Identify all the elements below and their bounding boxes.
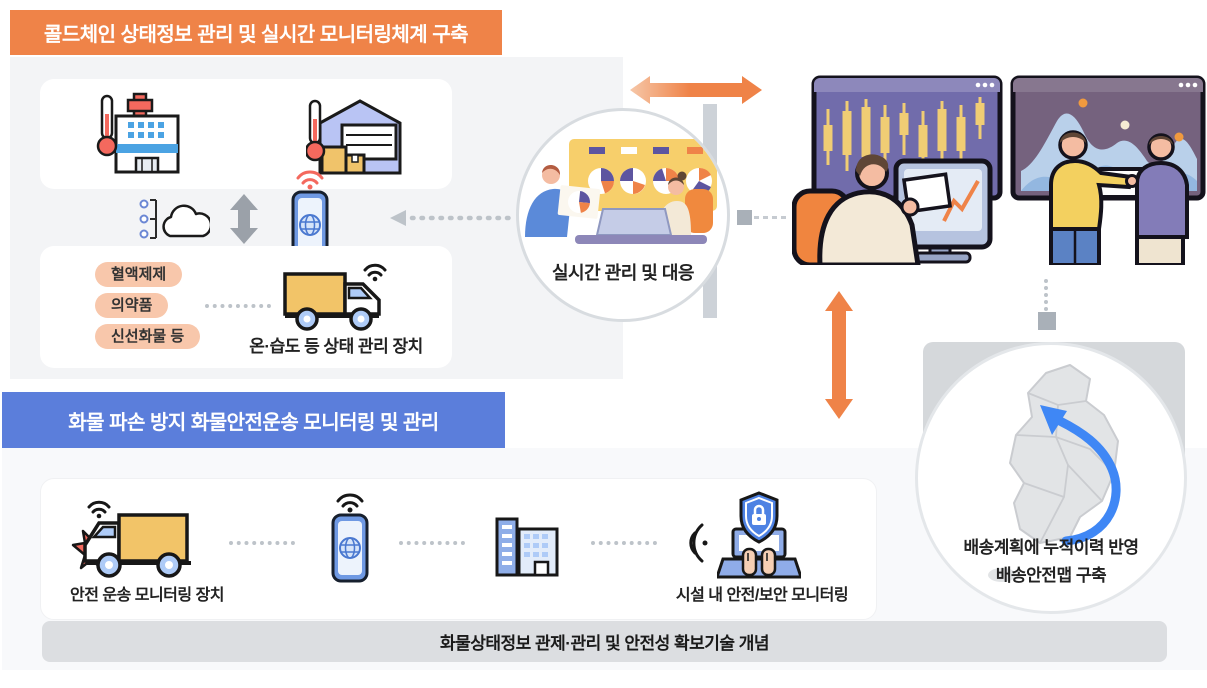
map-caption-line2: 배송안전맵 구축	[995, 566, 1107, 585]
cloud-data-icon	[139, 199, 210, 239]
candlestick-dashboard-illustration	[792, 75, 1003, 265]
hospital-thermometer-icon	[96, 92, 180, 174]
korea-route-map-icon	[988, 364, 1121, 582]
dotted-connector	[229, 541, 295, 545]
connector-square	[737, 210, 752, 225]
dotted-connector	[399, 541, 465, 545]
cargo-tag: 신선화물 등	[95, 324, 201, 349]
map-caption-line1: 배송계획에 누적이력 반영	[963, 538, 1140, 557]
facilities-card	[40, 79, 452, 189]
device-caption: 온·습도 등 상태 관리 장치	[249, 337, 423, 356]
monitoring-team-illustration	[525, 139, 717, 244]
footer-caption: 화물상태정보 관제·관리 및 안전성 확보기술 개념	[439, 634, 770, 653]
flow-arrow-horizontal-icon	[630, 76, 762, 104]
coldchain-banner-label: 콜드체인 상태정보 관리 및 실시간 모니터링체계 구축	[43, 24, 469, 46]
connector-square	[1038, 312, 1056, 330]
dotted-connector	[205, 304, 271, 308]
dotted-arrow-left-icon	[390, 210, 516, 226]
sound-waves-icon	[689, 523, 708, 563]
up-down-sync-arrow-icon	[230, 194, 258, 244]
wifi-icon	[296, 170, 324, 185]
coldchain-truck-wifi-icon	[283, 263, 387, 331]
safety-banner-label: 화물 파손 방지 화물안전운송 모니터링 및 관리	[68, 411, 439, 434]
safety-card: 안전 운송 모니터링 장치	[40, 478, 877, 620]
dotted-connector	[591, 541, 657, 545]
realtime-monitoring-circle: 실시간 관리 및 대응	[516, 108, 730, 322]
trend-dashboard-illustration	[1010, 75, 1206, 265]
facility-caption: 시설 내 안전/보안 모니터링	[675, 587, 849, 604]
connector-line	[754, 216, 790, 219]
cargo-tag: 혈액제제	[95, 262, 183, 287]
cargo-card: 혈액제제 의약품 신선화물 등 온·습도 등 상태 관리 장치	[40, 246, 452, 368]
smartphone-globe-wifi-icon	[331, 493, 369, 583]
cargo-tag: 의약품	[95, 293, 169, 318]
buildings-icon	[495, 517, 559, 577]
impact-truck-caption: 안전 운송 모니터링 장치	[69, 587, 225, 604]
dotted-connector-vertical	[1044, 279, 1048, 311]
flow-arrow-vertical-icon	[825, 291, 853, 419]
footer-caption-bar: 화물상태정보 관제·관리 및 안전성 확보기술 개념	[42, 621, 1167, 662]
safety-banner: 화물 파손 방지 화물안전운송 모니터링 및 관리	[2, 392, 505, 448]
realtime-caption: 실시간 관리 및 대응	[552, 263, 694, 283]
smartphone-globe-wifi-icon	[291, 170, 329, 260]
delivery-map-circle: 배송계획에 누적이력 반영 배송안전맵 구축	[915, 342, 1187, 614]
warehouse-thermometer-icon	[306, 99, 402, 175]
shield-lock-laptop-icon	[717, 491, 801, 579]
coldchain-banner: 콜드체인 상태정보 관리 및 실시간 모니터링체계 구축	[10, 10, 502, 55]
impact-truck-wifi-icon	[71, 500, 191, 578]
